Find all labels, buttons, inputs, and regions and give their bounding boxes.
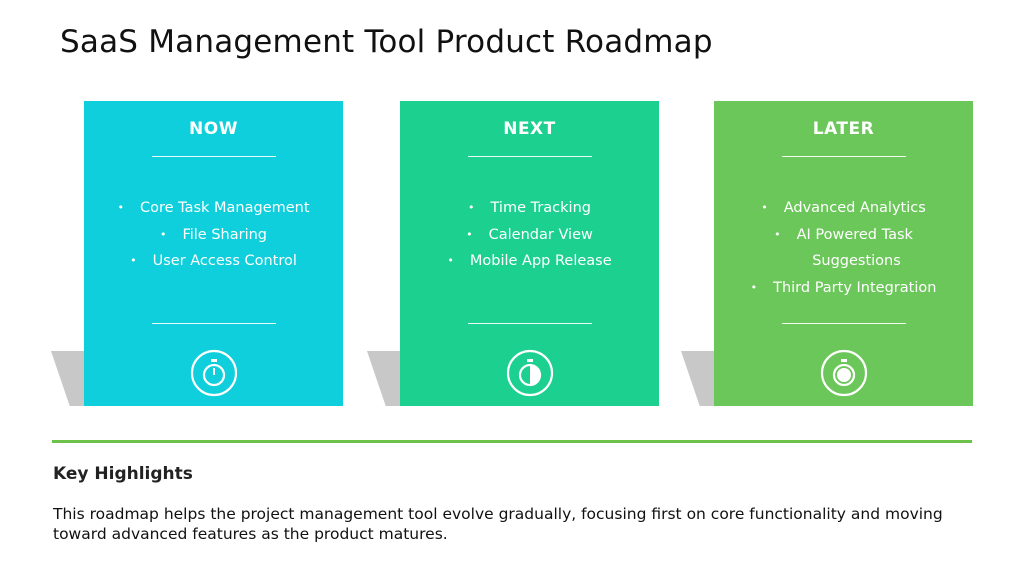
highlights-title: Key Highlights [53, 464, 193, 484]
card-shadow-later [681, 351, 715, 406]
roadmap-card-now: NOW •Core Task Management •File Sharing … [84, 101, 343, 406]
card-rule-top [782, 156, 906, 157]
card-item-list: •Time Tracking •Calendar View •Mobile Ap… [400, 195, 659, 275]
card-rule-top [468, 156, 592, 157]
card-rule-bottom [468, 323, 592, 324]
list-item: •Advanced Analytics [761, 200, 926, 216]
roadmap-card-next: NEXT •Time Tracking •Calendar View •Mobi… [400, 101, 659, 406]
card-item-list: •Core Task Management •File Sharing •Use… [84, 195, 343, 275]
card-shadow-next [367, 351, 401, 406]
card-heading: NOW [189, 119, 238, 139]
list-item: •AI Powered Task [774, 226, 913, 243]
list-item: •Core Task Management [117, 200, 310, 216]
card-item-list: •Advanced Analytics •AI Powered Task Sug… [714, 195, 973, 301]
card-rule-top [152, 156, 276, 157]
highlights-body: This roadmap helps the project managemen… [53, 505, 943, 543]
page-title: SaaS Management Tool Product Roadmap [60, 24, 713, 60]
list-item: •Time Tracking [468, 200, 591, 216]
list-item: •File Sharing [159, 226, 268, 243]
list-item: •Third Party Integration [750, 279, 937, 296]
list-item: •User Access Control [130, 253, 297, 269]
list-item: •Mobile App Release [447, 253, 612, 269]
card-heading: NEXT [503, 119, 556, 139]
card-shadow-now [51, 351, 85, 406]
stopwatch-half-icon [506, 349, 554, 397]
list-item: •Calendar View [466, 226, 593, 243]
list-item: Suggestions [812, 253, 901, 269]
section-divider [52, 440, 972, 443]
stopwatch-full-icon [820, 349, 868, 397]
card-heading: LATER [812, 119, 875, 139]
stopwatch-icon [190, 349, 238, 397]
card-rule-bottom [782, 323, 906, 324]
card-rule-bottom [152, 323, 276, 324]
roadmap-card-later: LATER •Advanced Analytics •AI Powered Ta… [714, 101, 973, 406]
